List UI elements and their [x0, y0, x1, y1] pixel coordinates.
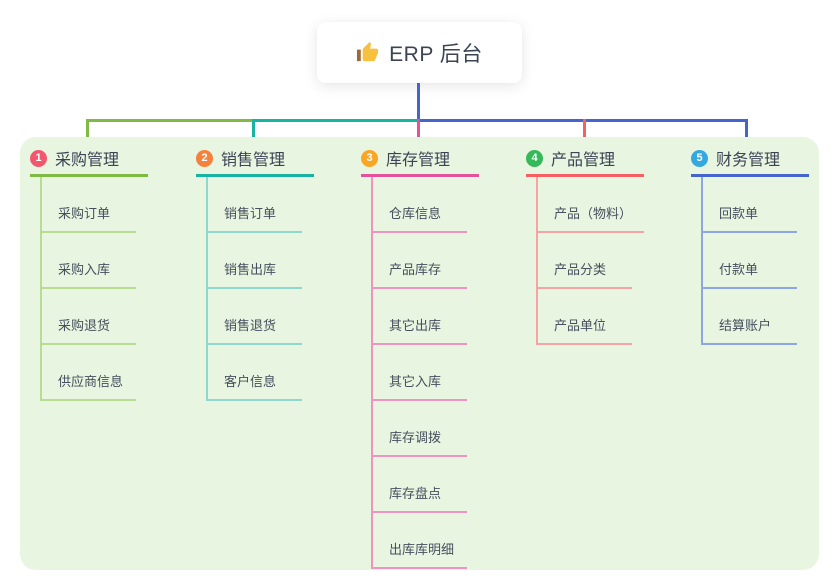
branch-number-badge: 3: [361, 149, 378, 167]
root-label: ERP 后台: [389, 42, 483, 66]
branch-title-product[interactable]: 4 产品管理: [526, 146, 644, 177]
child-node[interactable]: 采购订单: [42, 177, 136, 233]
branch-panel: [20, 137, 819, 570]
child-node[interactable]: 采购退货: [42, 289, 136, 345]
connector-drop-inventory: [417, 119, 420, 153]
branch-title-finance[interactable]: 5 财务管理: [691, 146, 809, 177]
child-node[interactable]: 回款单: [703, 177, 797, 233]
connector-drop-finance: [745, 119, 748, 152]
branch-label: 库存管理: [386, 152, 451, 169]
branch-purchase: 1 采购管理 采购订单 采购入库 采购退货 供应商信息: [30, 146, 148, 401]
branch-number-badge: 5: [691, 149, 708, 167]
child-node[interactable]: 供应商信息: [42, 345, 136, 401]
branch-title-sales[interactable]: 2 销售管理: [196, 146, 314, 177]
branch-sales: 2 销售管理 销售订单 销售出库 销售退货 客户信息: [196, 146, 314, 401]
connector-drop-product: [583, 119, 586, 151]
child-node[interactable]: 销售订单: [208, 177, 302, 233]
branch-children: 采购订单 采购入库 采购退货 供应商信息: [40, 177, 136, 401]
child-node[interactable]: 其它出库: [373, 289, 467, 345]
branch-number-badge: 4: [526, 149, 543, 167]
thumbs-up-icon: [356, 41, 379, 64]
connector-drop-sales: [252, 119, 255, 151]
child-node[interactable]: 出库库明细: [373, 513, 467, 569]
child-node[interactable]: 库存调拨: [373, 401, 467, 457]
branch-title-purchase[interactable]: 1 采购管理: [30, 146, 148, 177]
child-node[interactable]: 采购入库: [42, 233, 136, 289]
branch-children: 产品（物料） 产品分类 产品单位: [536, 177, 645, 345]
branch-label: 采购管理: [55, 152, 120, 169]
branch-number-badge: 2: [196, 149, 213, 167]
branch-number-badge: 1: [30, 149, 47, 167]
branch-label: 财务管理: [716, 152, 781, 169]
connector-rail-green: [86, 119, 254, 122]
child-node[interactable]: 产品（物料）: [538, 177, 645, 233]
child-node[interactable]: 付款单: [703, 233, 797, 289]
child-node[interactable]: 产品分类: [538, 233, 632, 289]
branch-label: 销售管理: [221, 152, 286, 169]
child-node[interactable]: 仓库信息: [373, 177, 467, 233]
branch-finance: 5 财务管理 回款单 付款单 结算账户: [691, 146, 809, 345]
branch-children: 仓库信息 产品库存 其它出库 其它入库 库存调拨 库存盘点 出库库明细: [371, 177, 467, 569]
child-node[interactable]: 结算账户: [703, 289, 797, 345]
child-node[interactable]: 产品库存: [373, 233, 467, 289]
child-node[interactable]: 产品单位: [538, 289, 632, 345]
child-node[interactable]: 销售退货: [208, 289, 302, 345]
branch-title-inventory[interactable]: 3 库存管理: [361, 146, 479, 177]
branch-children: 销售订单 销售出库 销售退货 客户信息: [206, 177, 302, 401]
child-node[interactable]: 库存盘点: [373, 457, 467, 513]
branch-product: 4 产品管理 产品（物料） 产品分类 产品单位: [526, 146, 645, 345]
connector-rail-teal: [254, 119, 419, 122]
branch-children: 回款单 付款单 结算账户: [701, 177, 797, 345]
branch-label: 产品管理: [551, 152, 616, 169]
branch-inventory: 3 库存管理 仓库信息 产品库存 其它出库 其它入库 库存调拨 库存盘点 出库库…: [361, 146, 479, 569]
connector-root-stem: [417, 83, 420, 120]
child-node[interactable]: 其它入库: [373, 345, 467, 401]
root-node[interactable]: ERP 后台: [317, 22, 522, 83]
connector-drop-purchase: [86, 119, 89, 151]
child-node[interactable]: 客户信息: [208, 345, 302, 401]
child-node[interactable]: 销售出库: [208, 233, 302, 289]
